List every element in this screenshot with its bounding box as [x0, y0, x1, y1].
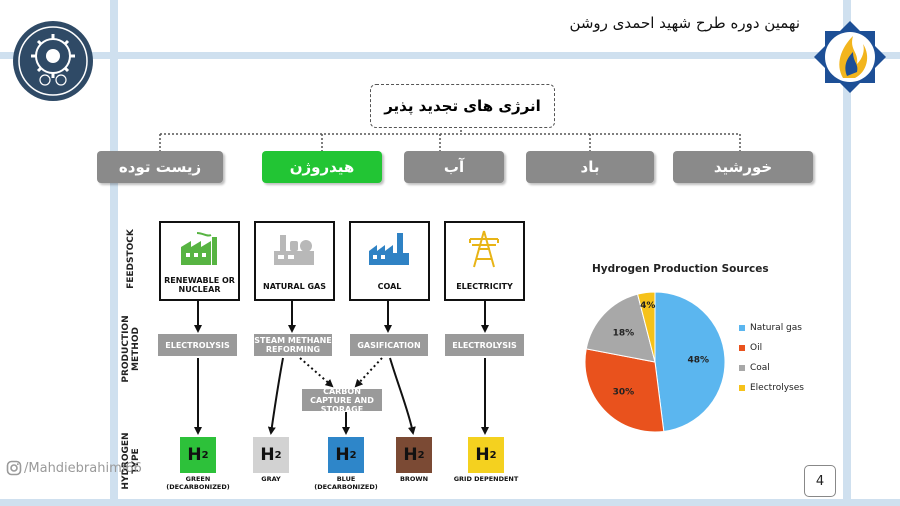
pie-data-label: 4%: [640, 301, 655, 311]
frame-right-bar: [843, 0, 851, 506]
frame-left-bar: [110, 0, 118, 506]
category-water[interactable]: آب: [404, 151, 504, 183]
feedstock-renewable-nuclear: RENEWABLE OR NUCLEAR: [159, 221, 240, 301]
h2-type-label-blue: BLUE (DECARBONIZED): [314, 475, 378, 491]
flame-emblem-logo: [813, 20, 887, 94]
coal-plant-icon: [369, 233, 409, 265]
legend-label: Electrolyses: [750, 383, 804, 393]
legend-label: Natural gas: [750, 323, 802, 333]
feedstock-label: RENEWABLE OR NUCLEAR: [164, 276, 235, 294]
category-wind[interactable]: باد: [526, 151, 654, 183]
page-number: 4: [804, 465, 836, 497]
pie-slice-electrolyses: [636, 291, 656, 363]
h2-type-label-gray: GRAY: [261, 475, 281, 483]
legend-swatch: [739, 385, 745, 391]
method-electrolysis-grid: ELECTROLYSIS: [445, 334, 524, 356]
method-gasification: GASIFICATION: [350, 334, 428, 356]
frame-top-bar: [0, 52, 900, 59]
method-carbon-capture-storage: CARBON CAPTURE AND STORAGE: [302, 387, 382, 414]
legend-item: Oil: [739, 343, 762, 353]
header-title: نهمین دوره طرح شهید احمدی روشن: [569, 14, 800, 32]
feedstock-natural-gas: NATURAL GAS: [254, 221, 335, 301]
category-biomass[interactable]: زیست توده: [97, 151, 223, 183]
chart-title: Hydrogen Production Sources: [592, 263, 769, 275]
legend-swatch: [739, 345, 745, 351]
h2-type-label-brown: BROWN: [399, 475, 429, 483]
legend-label: Oil: [750, 343, 763, 353]
feedstock-label: NATURAL GAS: [263, 282, 326, 291]
legend-item: Electrolyses: [739, 383, 804, 393]
gas-plant-icon: [274, 235, 314, 265]
legend-label: Coal: [750, 363, 770, 373]
frame-bottom-bar: [0, 499, 900, 506]
university-seal-logo: [12, 20, 94, 102]
h2-type-label-grid-dependent: GRID DEPENDENT: [453, 475, 519, 483]
pie-slice-oil: [584, 348, 665, 433]
pie-chart: 48% 30% 18% 4%: [584, 291, 726, 433]
pie-data-label: 18%: [613, 328, 635, 338]
feedstock-label: COAL: [377, 282, 402, 291]
method-steam-methane-reforming: STEAM METHANE REFORMING: [254, 334, 332, 356]
pie-slice-coal: [585, 293, 656, 363]
power-tower-icon: [469, 230, 499, 268]
pie-data-label: 30%: [613, 388, 635, 398]
factory-icon: [181, 232, 217, 265]
tree-root-renewable-energies: انرژی های تجدید پذیر: [370, 84, 555, 128]
feedstock-coal: COAL: [349, 221, 430, 301]
category-hydrogen[interactable]: هیدروژن: [262, 151, 382, 183]
feedstock-electricity: ELECTRICITY: [444, 221, 525, 301]
watermark: /Mahdiebrahimi66: [6, 460, 142, 476]
pie-data-label: 48%: [688, 355, 710, 365]
method-electrolysis-green: ELECTROLYSIS: [158, 334, 237, 356]
legend-item: Natural gas: [739, 323, 802, 333]
instagram-icon: [6, 460, 22, 476]
legend-item: Coal: [739, 363, 770, 373]
legend-swatch: [739, 325, 745, 331]
h2-type-label-green: GREEN (DECARBONIZED): [166, 475, 230, 491]
category-solar[interactable]: خورشید: [673, 151, 813, 183]
watermark-text: /Mahdiebrahimi66: [24, 460, 142, 476]
pie-slice-natural-gas: [654, 291, 726, 433]
legend-swatch: [739, 365, 745, 371]
feedstock-label: ELECTRICITY: [456, 282, 513, 291]
